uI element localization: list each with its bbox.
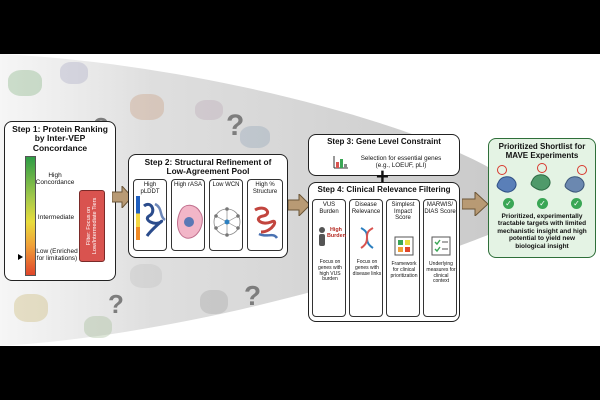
top-letterbox [0,0,600,54]
check-icon-1: ✓ [503,198,514,209]
impact-label: Simplest Impact Score [391,202,415,222]
marwis-label: MARWIS/ DIAS Score [424,202,456,215]
filter-box: Filter: Focus on Low/Intermediate Tiers [79,190,105,262]
target-icon-2 [537,163,547,173]
diagram-canvas: ? ? ? ? ? Step 1: Protein Ranking by Int… [0,54,600,346]
intermediate-label: Intermediate [37,214,75,221]
step3-title: Step 3: Gene Level Constraint [327,137,441,146]
wcn-label: Low WCN [212,182,240,188]
shortlist-title: Prioritized Shortlist for MAVE Experimen… [498,142,586,160]
pldt-card: High pLDDT [133,179,167,251]
shortlist-text: Prioritized, experimentally tractable ta… [497,213,587,250]
ghost-protein-6 [14,294,48,322]
filter-text: Filter: Focus on Low/Intermediate Tiers [85,197,98,255]
helix-icon [254,206,279,239]
protein-icon-1 [496,176,517,193]
ghost-protein-8 [130,264,162,288]
marwis-card: MARWIS/ DIAS Score Underlying measures f… [423,199,457,317]
dna-icon [360,227,374,249]
step2-box: Step 2: Structural Refinement of Low-Agr… [128,154,288,258]
step1-title: Step 1: Protein Ranking by Inter-VEP Con… [12,124,108,153]
disease-card: Disease Relevance Focus on genes with di… [349,199,383,317]
network-icon [213,207,241,237]
ghost-protein-3 [130,94,164,120]
low-label: Low (Enriched for limitations) [36,248,78,263]
protein-icon-2 [530,174,551,191]
step4-box: Step 4: Clinical Relevance Filtering VUS… [308,182,460,322]
arrow-step4-to-shortlist [462,192,488,216]
step3-box: Step 3: Gene Level Constraint Selection … [308,134,460,176]
pldt-colorbar [136,196,140,240]
rasa-card: High rASA [171,179,205,251]
impact-card: Simplest Impact Score Framework for clin… [386,199,420,317]
question-mark-4: ? [244,280,262,311]
vus-label: VUS Burden [319,202,339,215]
ghost-protein-1 [8,70,42,96]
marwis-desc: Underlying measures for clinical context [426,261,456,285]
target-icon-3 [577,165,587,175]
person-icon [319,227,325,246]
framework-icon [394,236,414,256]
structure-label: High % Structure [252,182,278,195]
ghost-protein-5 [240,126,270,148]
check-icon-2: ✓ [537,198,548,209]
ghost-protein-9 [200,290,228,314]
vus-desc: Focus on genes with high VUS burden [318,259,342,283]
check-icon-3: ✓ [571,198,582,209]
bottom-letterbox [0,346,600,400]
disease-label: Disease Relevance [351,202,381,215]
shortlist-box: Prioritized Shortlist for MAVE Experimen… [488,138,596,258]
impact-desc: Framework for clinical prioritization [390,261,418,279]
step1-box: Step 1: Protein Ranking by Inter-VEP Con… [4,121,116,281]
structure-card: High % Structure [247,179,283,251]
step3-text: Selection for essential genes (e.g., LOE… [360,155,442,170]
step4-title: Step 4: Clinical Relevance Filtering [317,185,451,194]
ghost-protein-2 [60,62,88,84]
bar-chart-icon [333,156,348,169]
target-icon-1 [497,165,507,175]
wcn-card: Low WCN [209,179,243,251]
protein-structure-icon [143,202,166,237]
step2-title: Step 2: Structural Refinement of Low-Agr… [144,157,272,177]
rasa-label: High rASA [173,182,202,188]
high-burden-badge: High Burden [327,227,346,239]
arrow-step2-to-step4 [288,194,310,216]
protein-icon-3 [564,176,585,193]
surface-blob-icon [177,204,203,239]
ghost-protein-4 [195,100,223,120]
checklist-icon [431,236,451,256]
pldt-label: High pLDDT [140,182,160,195]
high-concordance-label: High Concordance [35,172,75,187]
vus-card: VUS Burden High Burden Focus on genes wi… [312,199,346,317]
ghost-protein-7 [84,316,112,338]
disease-desc: Focus on genes with disease links [352,259,382,277]
concordance-gradient-bar [25,156,36,276]
arrow-step1-to-step2 [112,186,132,208]
question-mark-2: ? [226,109,245,142]
low-tier-marker [18,254,23,260]
question-mark-3: ? [108,289,124,319]
